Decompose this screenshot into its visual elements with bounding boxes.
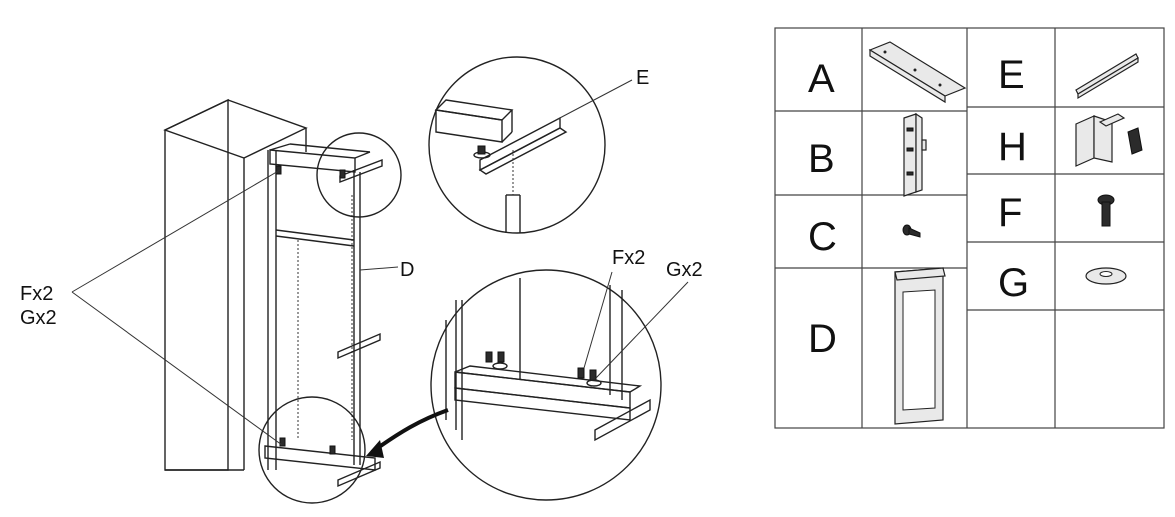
callout-fx2-left: Fx2: [20, 283, 53, 305]
zoom-arrow: [366, 408, 449, 458]
part-a-rail-icon: [868, 41, 967, 104]
part-label-a: A: [808, 57, 835, 101]
part-label-f: F: [998, 191, 1022, 235]
part-g-washer-icon: [1085, 267, 1127, 285]
part-label-h: H: [998, 125, 1027, 169]
left-leader-lines: [71, 169, 283, 446]
part-d-frame-icon: [894, 267, 946, 425]
part-c-screw-icon: [902, 224, 921, 238]
cabinet-illustration: [163, 98, 402, 504]
callout-e: E: [636, 67, 649, 89]
part-label-c: C: [808, 215, 837, 259]
callout-gx2-left: Gx2: [20, 307, 57, 329]
part-label-e: E: [998, 53, 1025, 97]
part-label-b: B: [808, 137, 835, 181]
bottom-detail-view: [430, 269, 689, 501]
part-label-g: G: [998, 261, 1029, 305]
d-leader-line: [359, 266, 399, 271]
top-detail-view: [428, 56, 633, 234]
part-h-clip-icon: [1075, 113, 1143, 167]
callout-fx2-detail: Fx2: [612, 247, 645, 269]
part-f-bolt-icon: [1097, 194, 1115, 227]
callout-gx2-detail: Gx2: [666, 259, 703, 281]
parts-table: A B C D E H F G: [774, 27, 1165, 429]
part-label-d: D: [808, 317, 837, 361]
callout-d: D: [400, 259, 414, 281]
part-e-bracket-icon: [1075, 53, 1139, 100]
part-b-bracket-icon: [903, 112, 927, 197]
